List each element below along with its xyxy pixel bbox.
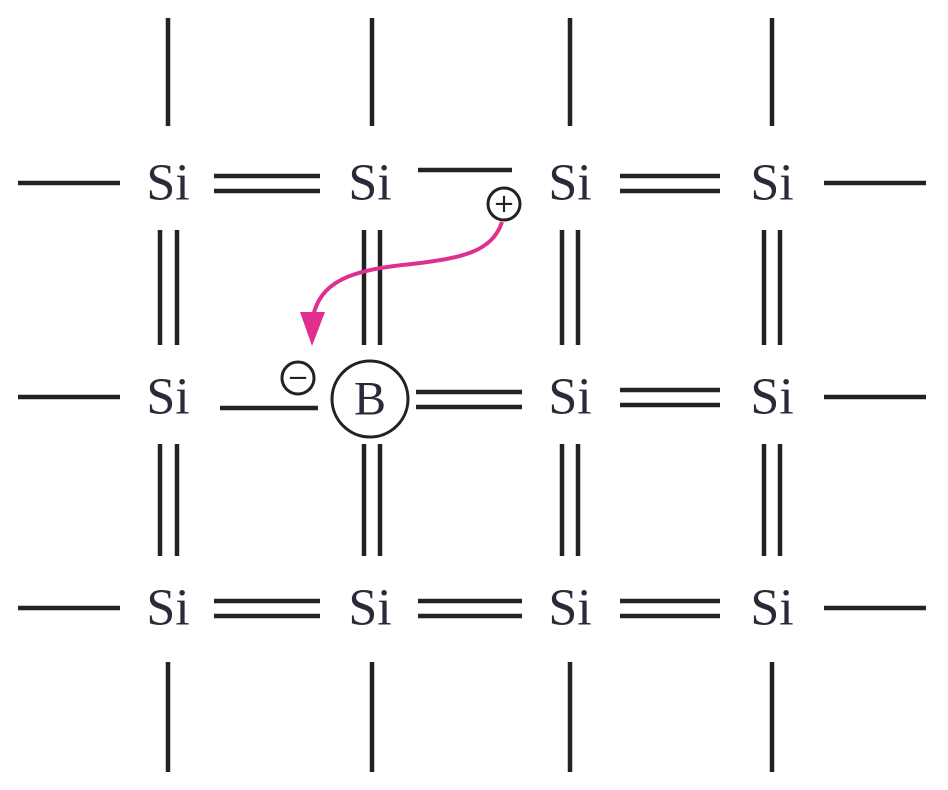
double-bond-r3-c1 bbox=[214, 598, 320, 619]
double-bond-v2-c1 bbox=[157, 444, 180, 556]
atom-r1-c3: Si bbox=[548, 155, 591, 212]
double-bond-v1-c4 bbox=[761, 230, 783, 345]
atom-r1-c4: Si bbox=[750, 155, 793, 212]
arrowhead-icon bbox=[300, 312, 325, 346]
double-bond-v1-c3 bbox=[559, 230, 581, 345]
negative-charge-symbol: − bbox=[287, 363, 309, 393]
double-bond-r1-c3 bbox=[620, 173, 720, 194]
double-bond-v1-c1 bbox=[157, 230, 180, 345]
hole-ring bbox=[486, 186, 522, 222]
atom-r3-c1: Si bbox=[146, 580, 189, 637]
double-bond-r2-c3 bbox=[620, 387, 720, 408]
atom-r1-c2: Si bbox=[348, 155, 391, 212]
atom-r3-c4: Si bbox=[750, 580, 793, 637]
atom-r2-c4: Si bbox=[750, 369, 793, 426]
atom-r2-c3: Si bbox=[548, 369, 591, 426]
electron-transfer-arrow bbox=[310, 221, 504, 323]
atom-r2-c2: B bbox=[354, 373, 386, 426]
double-bond-r3-c2 bbox=[418, 598, 522, 619]
atom-r3-c2: Si bbox=[348, 580, 391, 637]
negative-charge-ring bbox=[280, 360, 316, 396]
atom-r2-c1: Si bbox=[146, 369, 189, 426]
double-bond-r1-c1 bbox=[214, 173, 320, 194]
double-bond-v2-c4 bbox=[761, 444, 783, 556]
double-bond-v2-c2 bbox=[361, 444, 383, 556]
atom-r3-c3: Si bbox=[548, 580, 591, 637]
atom-r1-c1: Si bbox=[146, 155, 189, 212]
double-bond-v2-c3 bbox=[559, 444, 581, 556]
double-bond-v1-c2 bbox=[361, 230, 383, 345]
hole-charge-symbol: + bbox=[493, 189, 515, 219]
double-bond-b-si bbox=[416, 389, 522, 410]
double-bond-r3-c3 bbox=[620, 598, 720, 619]
boron-dopant-ring bbox=[330, 359, 410, 439]
